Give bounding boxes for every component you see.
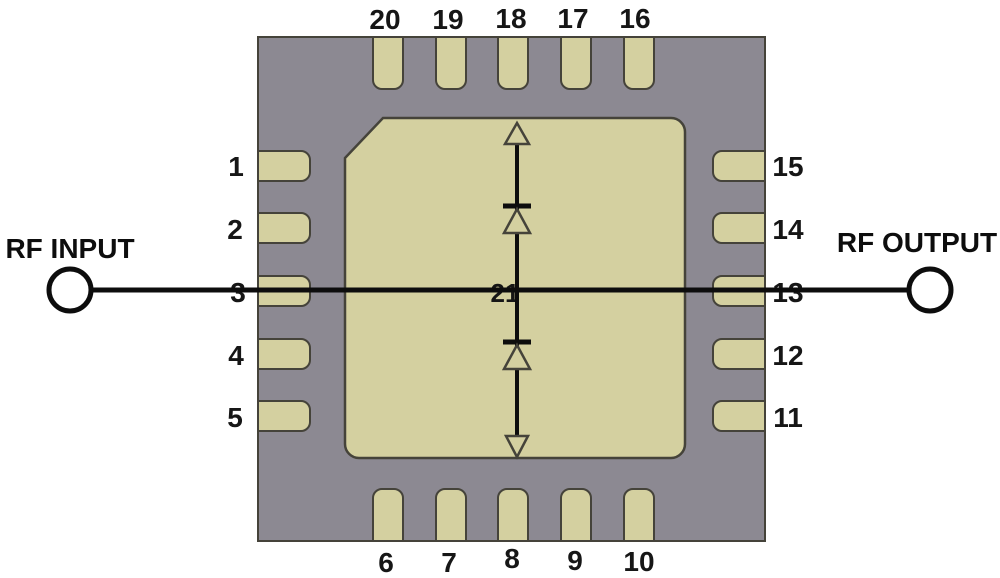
pin-pad-19 (435, 36, 467, 90)
pin-label-1: 1 (228, 151, 244, 182)
pin-pad-1 (257, 150, 311, 182)
pin-pad-20 (372, 36, 404, 90)
pin-label-4: 4 (228, 340, 244, 371)
pin-label-7: 7 (441, 547, 457, 578)
pin-pad-8 (497, 488, 529, 542)
upper-diode-icon (501, 203, 533, 235)
diode-anode-triangle (501, 342, 533, 371)
pin-pad-14 (712, 212, 766, 244)
rf-output-terminal-icon (906, 266, 954, 314)
pin-pad-17 (560, 36, 592, 90)
pin-pad-15 (712, 150, 766, 182)
pin-label-20: 20 (369, 4, 400, 35)
pin-label-18: 18 (495, 3, 526, 34)
pin-pad-10 (623, 488, 655, 542)
pin-label-8: 8 (504, 543, 520, 574)
pin-label-14: 14 (772, 214, 804, 245)
pin-pad-9 (560, 488, 592, 542)
pin-label-12: 12 (772, 340, 803, 371)
pin-label-17: 17 (557, 3, 588, 34)
pin-label-2: 2 (227, 214, 243, 245)
pin-label-21: 21 (491, 278, 520, 308)
pin-label-5: 5 (227, 402, 243, 433)
rf-output-label: RF OUTPUT (837, 227, 997, 258)
pin-label-6: 6 (378, 547, 394, 578)
pin-pad-12 (712, 338, 766, 370)
limiter-circuit (46, 120, 954, 460)
rf-input-terminal-icon (46, 266, 94, 314)
pin-pad-16 (623, 36, 655, 90)
pin-label-11: 11 (773, 402, 803, 433)
pin-pad-5 (257, 400, 311, 432)
pin-pad-4 (257, 338, 311, 370)
pin-pad-11 (712, 400, 766, 432)
lower-diode-icon (501, 339, 533, 371)
rf-input-label: RF INPUT (5, 233, 134, 264)
pin-label-9: 9 (567, 545, 583, 576)
pin-pad-18 (497, 36, 529, 90)
pin-label-16: 16 (619, 3, 650, 34)
arrow-up-icon (502, 120, 532, 146)
pin-pad-2 (257, 212, 311, 244)
diode-anode-triangle (501, 206, 533, 235)
pin-label-15: 15 (772, 151, 803, 182)
pin-pad-7 (435, 488, 467, 542)
pin-pad-6 (372, 488, 404, 542)
pin-label-10: 10 (623, 546, 654, 577)
arrow-down-icon (503, 434, 531, 460)
pin-label-19: 19 (432, 4, 463, 35)
